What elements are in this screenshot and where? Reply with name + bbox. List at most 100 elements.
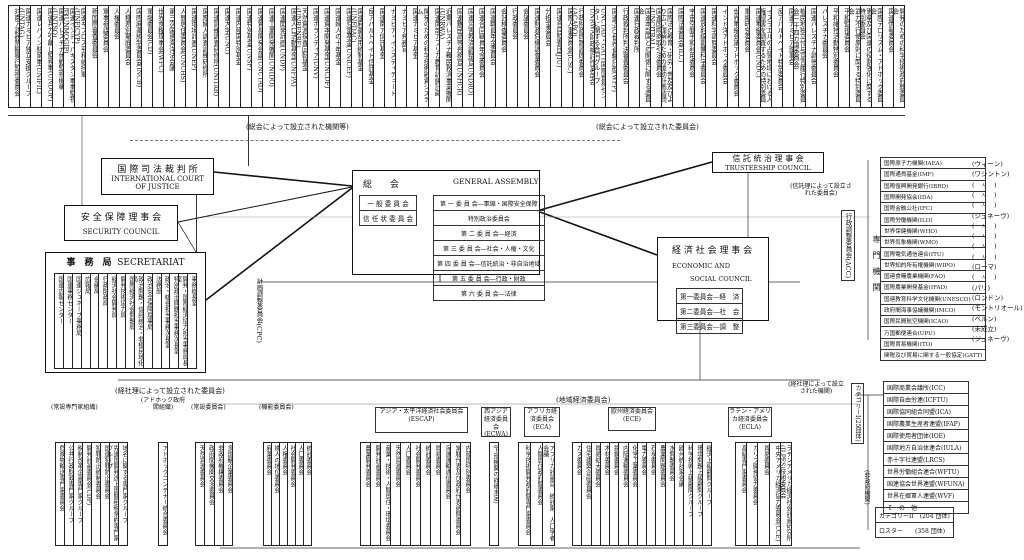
list-item[interactable]: 第 五 委 員 会―行政・財政 — [433, 270, 545, 286]
org-column[interactable]: 国連麻薬乱用統制基金(UNFDAC) — [350, 5, 362, 108]
org-column[interactable]: 開発のための科学技術融資システム — [417, 5, 429, 108]
org-column[interactable]: 国連訓練調査研修所(UNITAR) — [207, 5, 219, 108]
org-column[interactable]: 人間居住委員会(UNCHS) — [173, 5, 185, 108]
org-column[interactable]: 植民地独立付与宣言履行特別委員会(二十四カ国委員会) — [793, 5, 805, 108]
list-item[interactable]: ロスター (358 団体) — [875, 522, 954, 538]
org-column[interactable]: 産業・技術・人間居住・環境委員会 — [380, 442, 390, 546]
security-council-box[interactable]: 安 全 保 障 理 事 会 SECURITY COUNCIL — [64, 205, 178, 241]
org-column[interactable]: ナミビア・インスティテュート — [384, 5, 396, 108]
list-item[interactable]: 赤十字社連盟(LRCS) — [883, 453, 969, 466]
org-column[interactable]: 第三次国連海洋法会議 — [162, 5, 174, 108]
org-column[interactable]: パレスチナ委員会 — [815, 5, 827, 108]
org-column[interactable]: 国連婦人の十年基金 — [328, 5, 340, 108]
org-column[interactable]: 分担金委員会 — [539, 5, 551, 108]
org-column[interactable]: 憲章及び国連の役割強化に関する特別委員会 — [859, 5, 871, 108]
org-column[interactable]: カリブ開発協力委員会 — [746, 442, 758, 546]
list-item[interactable]: 国際協同組合同盟(ICA) — [883, 405, 969, 418]
list-item[interactable]: 第 二 委 員 会―経済 — [433, 225, 545, 241]
org-column[interactable]: 反アパルトヘイト特別委員会 — [771, 5, 783, 108]
list-item[interactable]: 第二委員会―社 会 — [675, 303, 744, 319]
org-column[interactable]: 内陸国特別委員会 — [460, 442, 471, 546]
list-item[interactable]: 国際地方自治体連合(IULA) — [883, 441, 969, 454]
org-column[interactable]: 貿易委員会 — [430, 442, 440, 546]
org-column[interactable]: 国連情報委員会 — [881, 5, 893, 108]
org-column[interactable]: 婦人の地位委員会 — [271, 442, 279, 546]
list-item[interactable]: 国連協会世界連盟(WFUNA) — [883, 477, 969, 490]
org-column[interactable]: 科学技術開発政府間専門家委員会 — [518, 442, 530, 546]
secretariat-box[interactable]: 事 務 局 SECRETARIAT 国連広報センター国連事務センター国連ジュネー… — [45, 252, 206, 373]
org-column[interactable]: 環境問題上級顧問グループ — [692, 442, 702, 546]
agency-item[interactable]: 関税及び貿易に関する一般協定(GATT) — [879, 349, 987, 362]
list-item[interactable]: 国際農業生産者連盟(IFAP) — [883, 417, 969, 430]
org-column[interactable]: 新国際審査委員会 — [85, 5, 97, 108]
org-column[interactable]: アフリカ計画官、統計家、人口学者会議 — [542, 442, 555, 546]
list-item[interactable]: 世界労働組合連合(WFTU) — [883, 465, 969, 478]
org-column[interactable]: 国連人口活動基金(UNFPA) — [284, 5, 296, 108]
org-column[interactable]: インド洋アドホック委員会 — [716, 5, 728, 108]
org-column[interactable]: 国際麻薬統制委員会(INCB) — [129, 5, 141, 108]
org-column[interactable]: 先進国開発途上国間租税条約専門家グループ — [109, 442, 118, 546]
org-column[interactable]: 犯罪防止統制委員会 — [91, 442, 100, 546]
org-column[interactable]: 行政財政問題諮問委員会(ACABQ) — [572, 5, 584, 108]
org-column[interactable]: 特別政治問題担当事務次長室 — [169, 273, 179, 369]
agency-item[interactable]: 国際農業開発基金(IFAD) — [879, 281, 987, 294]
org-column[interactable]: 非政府機構委員会 — [213, 442, 223, 546]
org-column[interactable]: 政治安全保障理事局 — [142, 273, 152, 369]
org-column[interactable]: 国連放射線影響科学委員会 — [693, 5, 705, 108]
org-column[interactable]: 国連キプロス平和維持軍(UNFICYP) — [74, 5, 86, 108]
org-column[interactable]: 人権委員会 — [279, 442, 287, 546]
icj-box[interactable]: 国 際 司 法 裁 判 所 INTERNATIONAL COURT OF JUS… — [101, 158, 214, 195]
list-item[interactable]: 第 一 委 員 会―軍縮・国際安全保障 — [433, 195, 545, 211]
org-column[interactable]: 国連国際商取引法委員会(UNCITRAL) — [649, 5, 661, 108]
org-column[interactable]: 国連大学(UNU) — [218, 5, 230, 108]
agency-item[interactable]: 国際復興開発銀行(IBRD) — [879, 179, 987, 192]
org-column[interactable]: 対南ア武器禁輸履行監視委員会 — [8, 5, 20, 108]
org-column[interactable]: 国連ナミビア基金 — [406, 5, 418, 108]
list-item[interactable]: 特別政治委員会 — [433, 210, 545, 226]
org-column[interactable]: 国連ナミビア独立支援グループ(UNTAG) — [19, 5, 31, 108]
agency-item[interactable]: 世界知的所有権機関(WIPO) — [879, 258, 987, 271]
org-column[interactable]: 国際法委員会(ILC) — [671, 5, 683, 108]
ecla-box[interactable]: ラテン・アメリカ経済委員会(ECLA) — [728, 407, 772, 437]
org-column[interactable]: 水問題委員会 — [664, 442, 674, 546]
org-column[interactable]: 国連本部国との関係に関する委員会 — [638, 5, 650, 108]
org-column[interactable]: 国連パレスチナ休戦監視機構(UNTSO) — [52, 5, 64, 108]
org-column[interactable]: 国連職員年金委員会 — [483, 5, 495, 108]
org-column[interactable]: 多国籍企業委員会 — [222, 442, 233, 546]
org-column[interactable]: 国連南ア信託基金 — [373, 5, 385, 108]
org-column[interactable]: 農業問題委員会 — [655, 442, 665, 546]
org-column[interactable]: 中央アメリカ経済協力委員会(CCE) — [768, 442, 780, 546]
agency-item[interactable]: 国際民間航空機関(ICAO) — [879, 315, 987, 328]
org-column[interactable]: 開発のための科学技術政府間委員会 — [893, 5, 906, 108]
org-column[interactable]: 国連児童基金(UNICEF) — [339, 5, 351, 108]
org-column[interactable]: 社会開発委員会 — [410, 442, 420, 546]
org-column[interactable]: 近東パレスチナ難民救済事業機関(UNRWA) — [439, 5, 451, 108]
agency-item[interactable]: 国連教育科学文化機関(UNESCO) — [879, 292, 987, 305]
org-column[interactable]: 会議局 — [89, 273, 99, 369]
org-column[interactable]: 開発技術協力局 — [116, 273, 125, 369]
org-column[interactable]: 軍縮研究委員会 — [738, 5, 750, 108]
org-column[interactable]: 欧州統計家会議 — [673, 442, 684, 546]
list-item[interactable]: 第一委員会―経 済 — [675, 288, 744, 304]
org-column[interactable]: 行政委員会 — [505, 5, 517, 108]
org-column[interactable]: 平和監視委員会 — [837, 5, 849, 108]
org-column[interactable]: 政治・総会担当事務次長室 — [160, 273, 170, 369]
agency-item[interactable]: 世界気象機関(WMO) — [879, 236, 987, 249]
org-column[interactable]: 住宅建築企画委員会 — [581, 442, 591, 546]
org-column[interactable]: 統計委員会 — [420, 442, 430, 546]
list-item[interactable]: 国際自由労連(ICFTU) — [883, 393, 969, 406]
org-column[interactable]: 国連開発計画(UNDP) — [273, 5, 285, 108]
org-column[interactable]: 国際経済社会問題局 — [125, 273, 134, 369]
org-column[interactable]: 国連環境計画(UNEP) — [185, 5, 197, 108]
org-column[interactable]: 世界軍縮会議アドホック委員会 — [727, 5, 739, 108]
ecosoc-box[interactable]: 経 済 社 会 理 事 会 ECONOMIC AND SOCIAL COUNCI… — [657, 237, 769, 334]
org-column[interactable]: 科学技術上級顧問グループ — [683, 442, 693, 546]
org-column[interactable]: 木材委員会 — [599, 442, 610, 546]
org-column[interactable]: 国連インド・パキスタン軍事監視団(UNMOGIP) — [63, 5, 75, 108]
org-column[interactable]: 天然資源探査回転基金(UNRFNRE) — [295, 5, 307, 108]
ecwa-box[interactable]: 西アジア経済委員会(ECWA) — [481, 407, 511, 438]
org-column[interactable]: 国連工業開発機関(UNIDO) — [262, 5, 274, 108]
escap-box[interactable]: アジア・太平洋経済社会委員会(ESCAP) — [375, 407, 468, 433]
org-column[interactable]: UNRWA財政検討作業部会 — [583, 5, 595, 108]
list-item[interactable]: 国際商業会議所(ICC) — [883, 381, 969, 394]
